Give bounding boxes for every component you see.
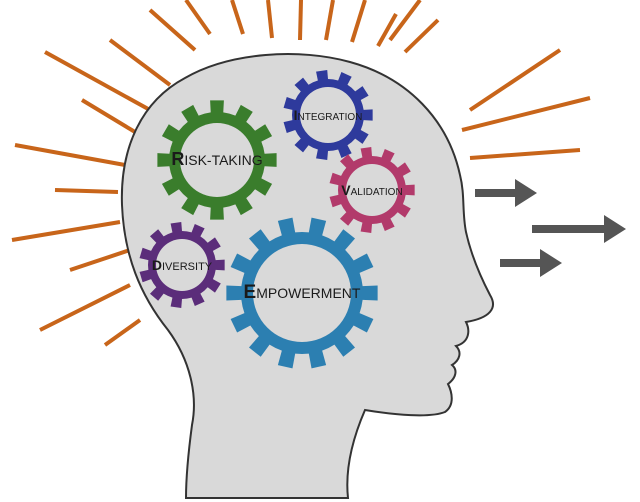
ray-line	[44, 50, 151, 112]
ray-line	[266, 0, 274, 39]
gear-hub	[156, 239, 208, 291]
gear-label-validation: VALIDATION	[341, 182, 402, 198]
gear-label-empowerment: EMPOWERMENT	[244, 282, 361, 303]
ray-line	[403, 18, 440, 54]
right-arrow-icon	[500, 249, 562, 277]
ray-line	[376, 13, 398, 47]
ray-line	[103, 318, 142, 347]
ray-line	[469, 148, 581, 160]
ray-line	[298, 0, 303, 41]
ray-line	[468, 48, 562, 112]
right-arrow-icon	[532, 215, 626, 243]
gear-label-integration: INTEGRATION	[294, 107, 363, 123]
gear-hub	[253, 244, 351, 342]
gear-hub	[300, 87, 356, 143]
ray-line	[461, 96, 591, 132]
right-arrow-icon	[475, 179, 537, 207]
gear-diversity: DIVERSITY	[139, 222, 225, 308]
ray-line	[230, 0, 245, 35]
gear-label-diversity: DIVERSITY	[152, 257, 213, 273]
gear-empowerment: EMPOWERMENT	[226, 217, 378, 369]
gear-validation: VALIDATION	[329, 147, 415, 233]
gear-hub	[180, 123, 254, 197]
ray-line	[148, 8, 197, 52]
gear-risk-taking: RISK-TAKING	[157, 100, 277, 220]
gear-integration: INTEGRATION	[283, 70, 373, 160]
ray-line	[11, 220, 121, 242]
ray-line	[324, 0, 335, 41]
gear-hub	[346, 164, 398, 216]
ray-line	[388, 0, 422, 42]
ray-line	[80, 98, 142, 137]
gear-label-risk-taking: RISK-TAKING	[171, 149, 262, 169]
ray-line	[39, 283, 131, 332]
ray-line	[350, 0, 367, 43]
ray-line	[14, 143, 126, 167]
ray-line	[69, 248, 131, 272]
ray-line	[108, 38, 172, 87]
ray-line	[54, 188, 119, 194]
gears-group: RISK-TAKING INTEGRATION VALIDATION DIVERSIT…	[139, 70, 415, 369]
ray-line	[184, 0, 212, 36]
output-arrows	[475, 179, 626, 277]
sunburst-rays	[11, 0, 591, 347]
